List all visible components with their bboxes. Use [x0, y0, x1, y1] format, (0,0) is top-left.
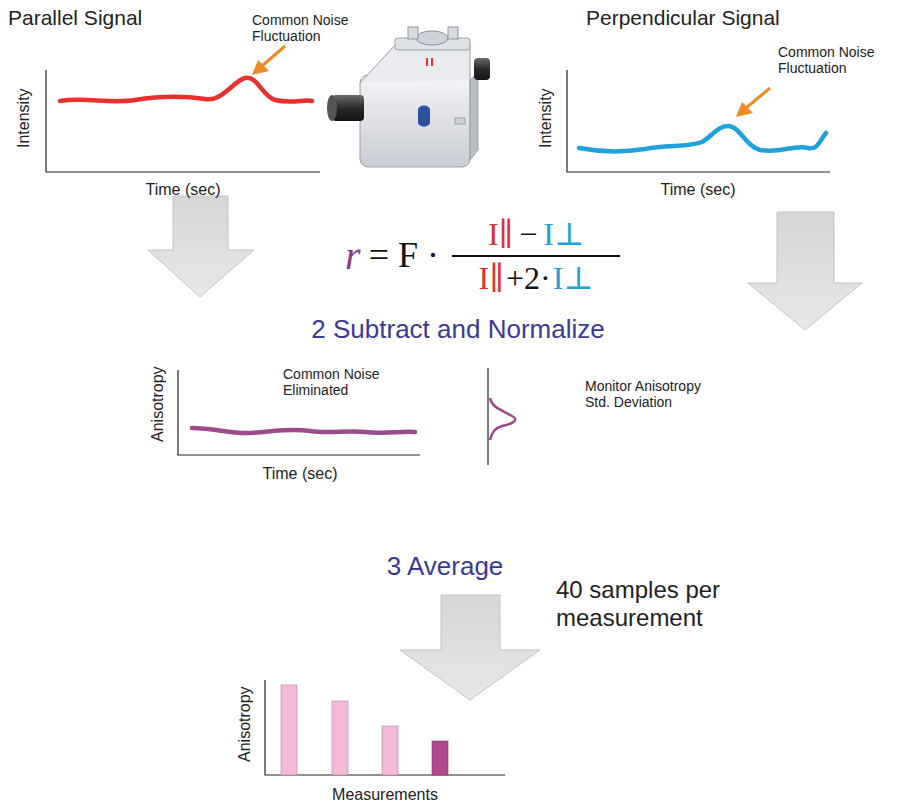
bar-chart — [265, 680, 505, 775]
flow-arrow — [148, 196, 862, 700]
fraction-bar — [452, 255, 620, 257]
perpendicular-chart — [567, 70, 830, 172]
callout-text: Common Noise Eliminated — [283, 366, 393, 398]
instrument-illustration — [327, 27, 490, 167]
callout-text: Common Noise Fluctuation — [252, 12, 364, 44]
panel-title: Perpendicular Signal — [586, 6, 780, 30]
axis-label: Intensity — [15, 88, 33, 148]
axis-label: Intensity — [537, 88, 555, 148]
callout-text: Monitor Anisotropy Std. Deviation — [585, 378, 725, 410]
formula-term: I∥ — [488, 216, 513, 253]
formula-term: I⊥ — [553, 260, 594, 297]
note-text: 40 samples per measurement — [556, 576, 746, 631]
axis-label: Anisotropy — [149, 366, 167, 442]
parallel-chart — [46, 70, 320, 172]
axis-label: Measurements — [332, 786, 438, 804]
callout-text: Common Noise Fluctuation — [778, 44, 890, 76]
panel-title: Parallel Signal — [8, 6, 142, 30]
formula-term: +2· — [506, 260, 551, 297]
formula-term: I⊥ — [543, 216, 584, 253]
axis-label: Time (sec) — [146, 181, 221, 199]
formula-term: = F · — [369, 235, 439, 276]
step-heading: 3 Average — [387, 552, 504, 582]
formula-term: r — [345, 233, 361, 279]
axis-label: Time (sec) — [661, 181, 736, 199]
axis-label: Time (sec) — [263, 465, 338, 483]
step-heading: 2 Subtract and Normalize — [311, 315, 604, 345]
std-deviation-plot — [488, 368, 515, 465]
axis-label: Anisotropy — [236, 686, 254, 762]
formula-term: I∥ — [479, 260, 504, 297]
formula-term: − — [519, 216, 537, 253]
